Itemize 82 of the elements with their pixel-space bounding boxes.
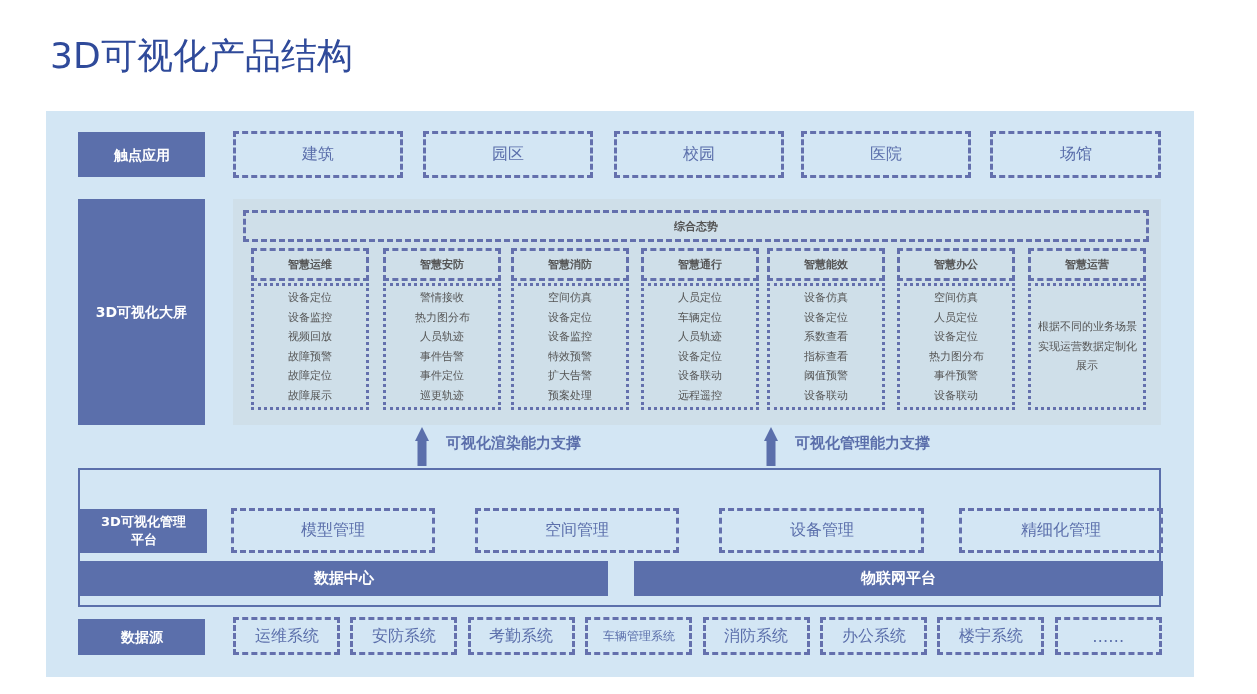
feature-item: 设备仿真 <box>804 290 848 306</box>
up-arrow <box>415 427 429 466</box>
feature-item: 人员轨迹 <box>420 329 464 345</box>
source-system-box: …… <box>1054 617 1162 655</box>
data-center-bar: 数据中心 <box>80 561 608 596</box>
row-heading: 3D可视化大屏 <box>78 199 205 425</box>
module-heading: 智慧能效 <box>767 248 885 281</box>
feature-item: 系数查看 <box>804 329 848 345</box>
scenario-box: 园区 <box>423 131 593 178</box>
feature-item: 警情接收 <box>420 290 464 306</box>
feature-item: 故障展示 <box>288 387 332 404</box>
module-heading: 智慧通行 <box>641 248 759 281</box>
scenario-box: 医院 <box>801 131 971 178</box>
feature-item: 设备联动 <box>934 387 978 404</box>
feature-item: 远程遥控 <box>678 387 722 404</box>
feature-item: 人员定位 <box>934 309 978 326</box>
feature-item: 设备联动 <box>804 387 848 404</box>
screen-panel <box>233 199 1161 425</box>
source-system-box: 车辆管理系统 <box>585 617 693 655</box>
platform-frame <box>78 468 1161 607</box>
function-box: 精细化管理 <box>959 508 1163 553</box>
scenario-box: 建筑 <box>233 131 403 178</box>
row-heading: 3D可视化管理平台 <box>80 509 207 553</box>
feature-item: 阈值预警 <box>804 368 848 384</box>
source-system-box: 运维系统 <box>233 617 340 655</box>
source-system-box: 消防系统 <box>702 617 810 655</box>
feature-item: 故障定位 <box>288 368 332 384</box>
feature-item: 指标查看 <box>804 348 848 365</box>
function-box: 模型管理 <box>231 508 435 553</box>
source-system-box: 办公系统 <box>820 617 927 655</box>
row-heading: 触点应用 <box>78 132 205 177</box>
edge-label: 可视化管理能力支撑 <box>793 434 932 453</box>
feature-item: 人员轨迹 <box>678 329 722 345</box>
scenario-box: 场馆 <box>990 131 1161 178</box>
feature-item: 事件告警 <box>420 348 464 365</box>
feature-item: 设备定位 <box>288 290 332 306</box>
feature-item: 巡更轨迹 <box>420 387 464 404</box>
feature-item: 设备监控 <box>288 309 332 326</box>
feature-item: 空间仿真 <box>548 290 592 306</box>
feature-list-box <box>1028 283 1146 410</box>
feature-list-box <box>641 283 759 410</box>
edge-label: 可视化渲染能力支撑 <box>444 434 583 453</box>
iot-platform-bar: 物联网平台 <box>634 561 1163 596</box>
feature-list-box <box>511 283 629 410</box>
feature-item: 热力图分布 <box>414 309 470 326</box>
feature-item: 空间仿真 <box>934 290 978 306</box>
feature-item: 热力图分布 <box>928 348 984 365</box>
up-arrow <box>764 427 778 466</box>
feature-item: 扩大告警 <box>548 368 592 384</box>
feature-item: 视频回放 <box>288 329 332 345</box>
feature-item: 设备定位 <box>548 309 592 326</box>
title: 3D可视化产品结构 <box>50 34 353 78</box>
feature-list-box <box>251 283 369 410</box>
module-heading: 智慧消防 <box>511 248 629 281</box>
feature-item: 车辆定位 <box>678 309 722 326</box>
feature-item: 设备定位 <box>678 348 722 365</box>
feature-item: 人员定位 <box>678 290 722 306</box>
module-heading: 智慧运维 <box>251 248 369 281</box>
feature-item: 特效预警 <box>548 348 592 365</box>
module-heading: 智慧安防 <box>383 248 501 281</box>
feature-item: 事件预警 <box>934 368 978 384</box>
source-system-box: 安防系统 <box>350 617 458 655</box>
feature-item: 设备定位 <box>934 329 978 345</box>
feature-list-box <box>383 283 501 410</box>
feature-item: 设备监控 <box>548 329 592 345</box>
module-heading: 智慧办公 <box>897 248 1015 281</box>
function-box: 设备管理 <box>719 508 924 553</box>
feature-list-box <box>897 283 1015 410</box>
scenario-box: 校园 <box>614 131 784 178</box>
feature-item: 根据不同的业务场景实现运营数据定制化展示 <box>1037 319 1137 375</box>
source-system-box: 考勤系统 <box>467 617 575 655</box>
row-heading: 数据源 <box>78 619 205 655</box>
source-system-box: 楼宇系统 <box>937 617 1045 655</box>
function-box: 空间管理 <box>475 508 679 553</box>
feature-item: 预案处理 <box>548 387 592 404</box>
overview-box: 综合态势 <box>243 210 1149 242</box>
feature-item: 故障预警 <box>288 348 332 365</box>
feature-item: 设备联动 <box>678 368 722 384</box>
feature-list-box <box>767 283 885 410</box>
feature-item: 事件定位 <box>420 368 464 384</box>
feature-item: 设备定位 <box>804 309 848 326</box>
module-heading: 智慧运营 <box>1028 248 1146 281</box>
